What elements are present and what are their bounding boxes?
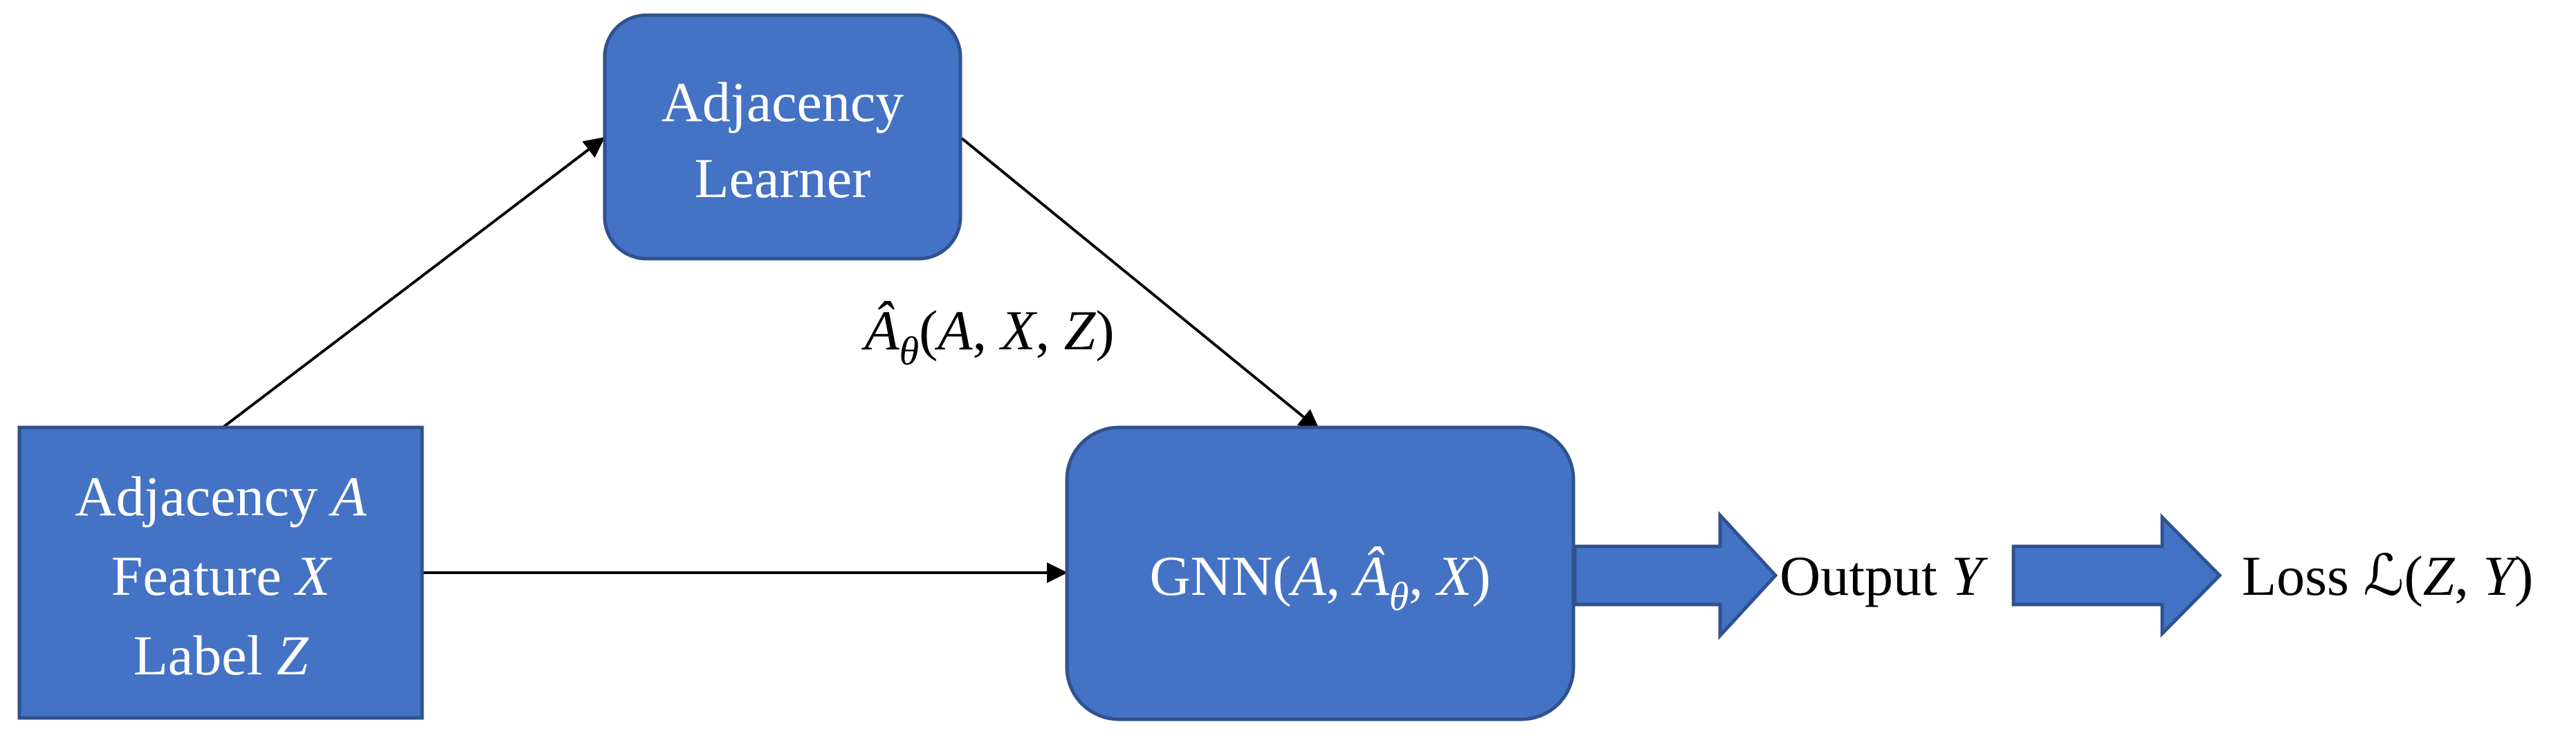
learned-adjacency-close: ) <box>1095 299 1114 362</box>
arrow-learner-to-gnn <box>960 137 1320 430</box>
block-arrow-output-to-loss <box>2011 513 2222 638</box>
gnn-sep1: , <box>1326 544 1355 607</box>
inputs-adjacency-var: A <box>329 465 367 528</box>
learned-adjacency-arg2: X <box>998 299 1037 362</box>
loss-open: ( <box>2404 544 2422 607</box>
learned-adjacency-symbol: Â <box>861 299 899 362</box>
gnn-name: GNN( <box>1149 544 1291 607</box>
loss-arg2: Y <box>2483 544 2519 607</box>
loss-label: Loss ℒ(Z, Y) <box>2242 544 2533 607</box>
inputs-box <box>17 425 424 720</box>
inputs-adjacency-label: Adjacency <box>75 465 331 528</box>
learned-adjacency-arg1: A <box>934 299 973 362</box>
learned-adjacency-subscript: θ <box>899 329 920 373</box>
inputs-adjacency-line: Adjacency A <box>75 465 367 528</box>
adjacency-learner-line2: Learner <box>695 147 871 210</box>
loss-arg1: Z <box>2423 544 2456 607</box>
output-prefix: Output <box>1780 544 1951 607</box>
gnn-label: GNN(A, Âθ, X) <box>1149 544 1490 619</box>
learned-adjacency-label: Âθ(A, X, Z) <box>861 299 1114 373</box>
gnn-arg3: X <box>1435 544 1474 607</box>
gnn-sep2: , <box>1409 544 1437 607</box>
learned-adjacency-arg3: Z <box>1064 299 1097 362</box>
inputs-feature-label: Feature <box>111 544 295 607</box>
block-arrow-gnn-to-output <box>1573 510 1778 640</box>
inputs-label-label: Label <box>134 624 277 687</box>
loss-sep: , <box>2454 544 2483 607</box>
output-label: Output Y <box>1780 544 1988 607</box>
loss-close: ) <box>2514 544 2533 607</box>
gnn-node: GNN(A, Âθ, X) <box>1065 425 1575 721</box>
gnn-arg1: A <box>1288 544 1326 607</box>
inputs-node: Adjacency A Feature X Label Z <box>17 425 424 720</box>
adjacency-learner-line1: Adjacency <box>661 71 904 133</box>
loss-prefix: Loss <box>2242 544 2363 607</box>
adjacency-learner-node: Adjacency Learner <box>603 13 962 261</box>
adjacency-learner-box <box>603 13 962 261</box>
learned-adjacency-sep2: , <box>1036 299 1064 362</box>
inputs-feature-var: X <box>293 544 332 607</box>
gnn-close: ) <box>1472 544 1490 607</box>
learned-adjacency-sep1: , <box>972 299 1001 362</box>
arrow-inputs-to-learner <box>221 137 605 429</box>
loss-symbol: ℒ <box>2363 544 2404 607</box>
inputs-feature-line: Feature X <box>111 544 332 607</box>
inputs-label-var: Z <box>277 624 309 687</box>
gnn-arg2: Â <box>1351 544 1390 607</box>
inputs-label-line: Label Z <box>134 624 309 687</box>
learned-adjacency-open: ( <box>919 299 938 362</box>
output-var: Y <box>1951 544 1988 607</box>
gnn-arg2-subscript: θ <box>1389 574 1409 619</box>
